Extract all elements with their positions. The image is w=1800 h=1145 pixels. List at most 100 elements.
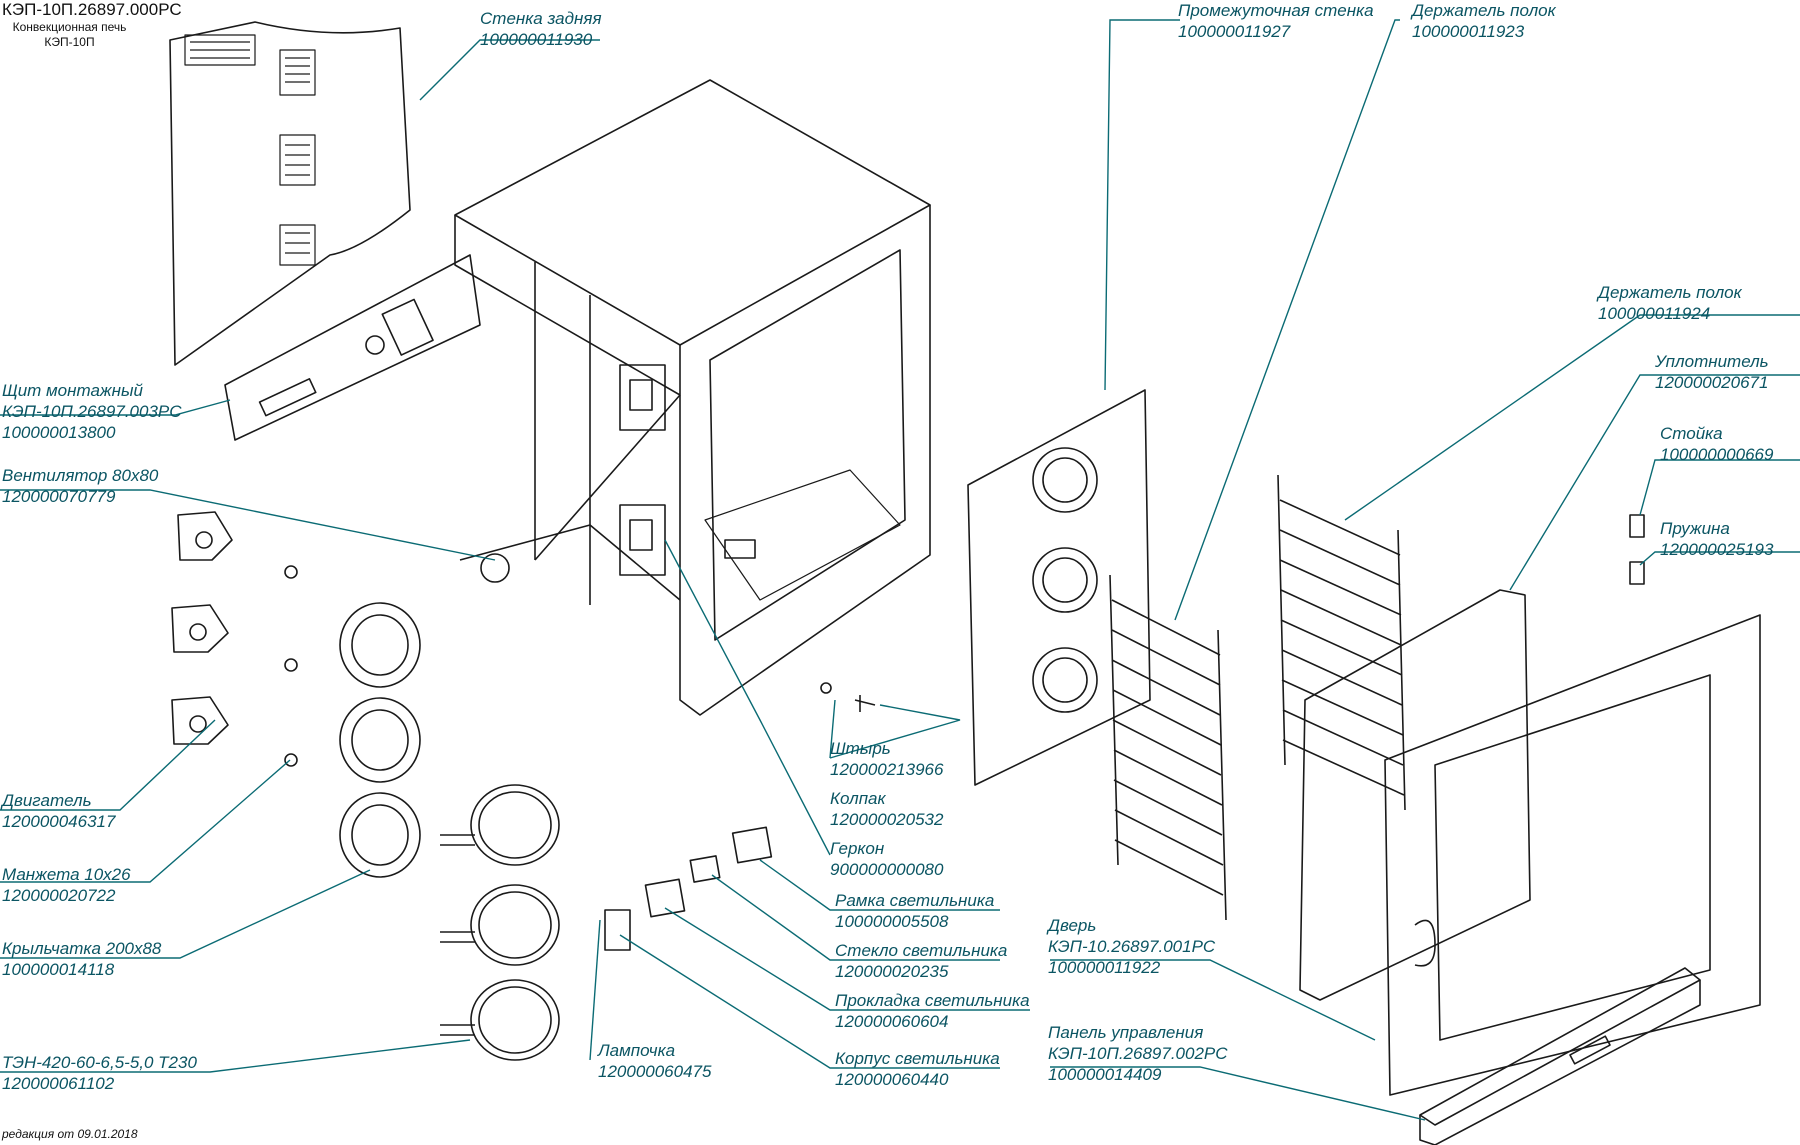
callout-uplotnitel: Уплотнитель 120000020671 xyxy=(1655,351,1769,393)
part-name: Держатель полок xyxy=(1598,283,1742,302)
part-code: 100000011930 xyxy=(480,30,593,49)
leader-krylchatka xyxy=(0,869,371,959)
part-name: Стекло светильника xyxy=(835,941,1008,960)
part-code: 120000020722 xyxy=(2,886,116,905)
callout-derzhatel-1: Держатель полок 100000011923 xyxy=(1412,0,1556,42)
callout-gerkon: Геркон 900000000080 xyxy=(830,838,943,880)
leader-ramka xyxy=(759,859,1000,911)
part-name: Колпак xyxy=(830,789,886,808)
callout-ten: ТЭН-420-60-6,5-5,0 Т230 120000061102 xyxy=(2,1052,197,1094)
revision-note: редакция от 09.01.2018 xyxy=(2,1127,138,1141)
lamp-parts xyxy=(604,682,876,951)
door-part xyxy=(1384,614,1761,1096)
rear-wall-part xyxy=(169,21,411,366)
part-name: Пружина xyxy=(1660,519,1730,538)
leader-ten xyxy=(0,1039,471,1073)
shelf-holder-1-part xyxy=(1109,574,1227,921)
part-name: КЭП-10.26897.001РС xyxy=(1048,937,1216,956)
part-code: 100000011927 xyxy=(1178,22,1291,41)
oven-cabinet-part xyxy=(454,79,931,716)
leader-ventilyator xyxy=(0,489,496,561)
callout-pruzhina: Пружина 120000025193 xyxy=(1660,518,1773,560)
callout-korpus: Корпус светильника 120000060440 xyxy=(835,1048,1000,1090)
callout-stoyka: Стойка 100000000669 xyxy=(1660,423,1773,465)
part-name: Двигатель xyxy=(2,791,92,810)
leader-dver xyxy=(1050,959,1376,1041)
part-name: Дверь xyxy=(1048,916,1097,935)
leader-shchit-montazhny xyxy=(0,399,231,416)
leader-uplotnitel xyxy=(1509,374,1800,591)
part-code: 120000025193 xyxy=(1660,540,1774,559)
title-block: КЭП-10П.26897.000РС Конвекционная печь К… xyxy=(2,0,182,50)
leader-steklo xyxy=(711,874,1000,961)
callout-ventilyator: Вентилятор 80x80 120000070779 xyxy=(2,465,158,507)
part-name: КЭП-10П.26897.002РС xyxy=(1048,1044,1228,1063)
callout-shtyr: Штырь 120000213966 xyxy=(830,738,943,780)
leader-promezh-stenka xyxy=(1104,19,1180,391)
part-name: Манжета 10x26 xyxy=(2,865,131,884)
part-code: 120000046317 xyxy=(2,812,116,831)
part-name: Штырь xyxy=(830,739,891,758)
part-code: 100000013800 xyxy=(2,423,116,442)
part-name: Вентилятор 80x80 xyxy=(2,466,159,485)
part-name: Корпус светильника xyxy=(835,1049,1000,1068)
leader-stenka-zadnyaya xyxy=(419,39,600,101)
part-code: 120000061102 xyxy=(2,1074,115,1093)
leader-korpus xyxy=(619,934,1000,1069)
leader-shtyr xyxy=(829,699,836,759)
intermediate-wall-part xyxy=(967,389,1151,786)
part-name: КЭП-10П.26897.003РС xyxy=(2,402,182,421)
part-code: 120000060440 xyxy=(835,1070,949,1089)
callout-promezh-stenka: Промежуточная стенка 100000011927 xyxy=(1178,0,1374,42)
leader-derzhatel-1 xyxy=(1174,19,1400,621)
part-code: 120000070779 xyxy=(2,487,116,506)
part-name: Крыльчатка 200x88 xyxy=(2,939,162,958)
callout-stenka-zadnyaya: Стенка задняя 100000011930 xyxy=(480,8,602,50)
leader-lampochka xyxy=(589,919,601,1061)
doc-code: КЭП-10П.26897.000РС xyxy=(2,0,182,19)
part-code: 120000060604 xyxy=(835,1012,949,1031)
part-name: Промежуточная стенка xyxy=(1178,1,1374,20)
shelf-holder-2-part xyxy=(1277,474,1406,811)
part-name: Уплотнитель xyxy=(1655,352,1769,371)
leader-manzheta xyxy=(0,759,291,883)
leader-stoyka xyxy=(1639,459,1800,516)
part-name: ТЭН-420-60-6,5-5,0 Т230 xyxy=(2,1053,197,1072)
callout-ramka: Рамка светильника 100000005508 xyxy=(835,890,994,932)
part-code: 120000020671 xyxy=(1655,373,1769,392)
part-name: Стенка задняя xyxy=(480,9,602,28)
impellers-part xyxy=(339,602,421,878)
callout-derzhatel-2: Держатель полок 100000011924 xyxy=(1598,282,1742,324)
leader-kolpak xyxy=(829,704,961,759)
callout-kolpak: Колпак 120000020532 xyxy=(830,788,943,830)
product-line-2: КЭП-10П xyxy=(44,35,95,49)
part-code: 120000060475 xyxy=(598,1062,712,1081)
part-name: Держатель полок xyxy=(1412,1,1556,20)
part-code: 100000011922 xyxy=(1048,958,1161,977)
product-line-1: Конвекционная печь xyxy=(12,20,127,34)
callout-manzheta: Манжета 10x26 120000020722 xyxy=(2,864,131,906)
part-name: Стойка xyxy=(1660,424,1723,443)
part-code: 900000000080 xyxy=(830,860,944,879)
part-name: Лампочка xyxy=(598,1041,676,1060)
leader-derzhatel-2 xyxy=(1344,314,1800,521)
part-code: 120000213966 xyxy=(830,760,944,779)
part-code: 100000011923 xyxy=(1412,22,1525,41)
heating-elements-part xyxy=(440,784,560,1061)
part-code: 100000005508 xyxy=(835,912,949,931)
part-name: Геркон xyxy=(830,839,885,858)
part-name: Рамка светильника xyxy=(835,891,995,910)
part-code: 120000020532 xyxy=(830,810,944,829)
motors-part xyxy=(171,511,298,767)
leader-dvigatel xyxy=(0,719,216,811)
part-code: 100000011924 xyxy=(1598,304,1711,323)
part-code: 100000000669 xyxy=(1660,445,1774,464)
mounting-plate-part xyxy=(224,254,481,441)
seal-part xyxy=(1299,589,1531,1001)
